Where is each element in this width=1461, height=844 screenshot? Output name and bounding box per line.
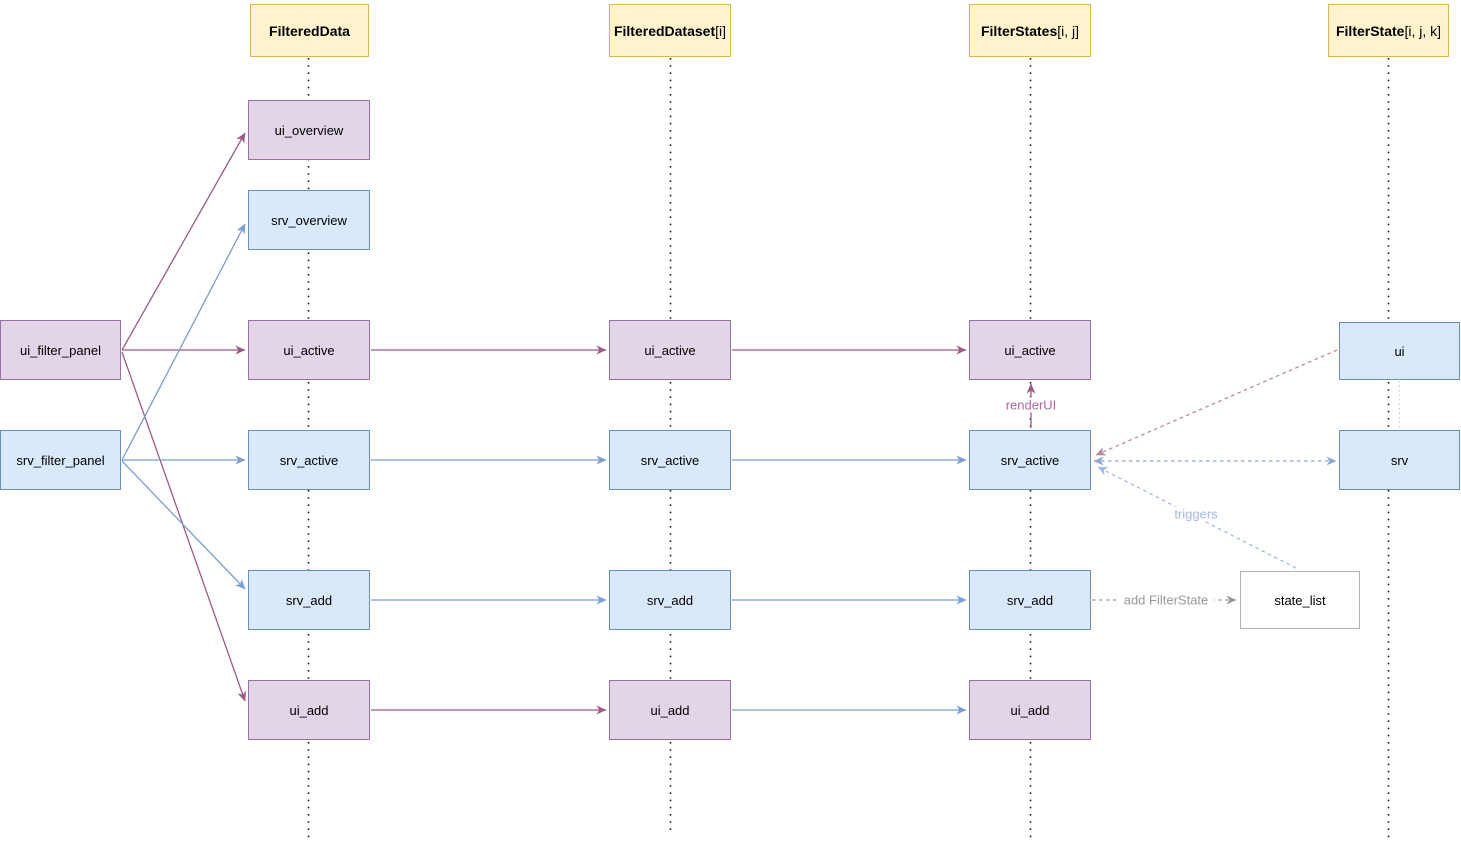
header-label-suffix: [i, j] [1057,22,1080,39]
header-label: FilteredDataset [613,22,716,39]
node-srv-active-c2: srv_active [609,430,731,490]
edge-ui-to-srv-active [1095,349,1338,456]
edge-label-add-filterstate: add FilterState [1118,592,1214,608]
node-srv-add-c2: srv_add [609,570,731,630]
node-ui-add-c2: ui_add [609,680,731,740]
edge-label-triggers: triggers [1169,506,1223,522]
header-filtereddata: FilteredData [250,4,369,57]
header-label-suffix: [i, j, k] [1404,22,1442,39]
node-ui-add-c3: ui_add [969,680,1091,740]
node-ui-active-c2: ui_active [609,320,731,380]
node-srv-filter-panel: srv_filter_panel [0,430,121,490]
node-ui-filter-panel: ui_filter_panel [0,320,121,380]
header-filterstate: FilterState[i, j, k] [1328,4,1449,57]
edge-srvfp-to-srv-overview [121,223,246,461]
node-srv-active-c1: srv_active [248,430,370,490]
header-label-suffix: [i] [715,22,727,39]
node-ui-overview-c1: ui_overview [248,100,370,160]
header-label: FilterStates [980,22,1058,39]
node-srv-add-c1: srv_add [248,570,370,630]
node-ui-c4: ui [1339,322,1460,380]
header-label: FilterState [1335,22,1405,39]
edge-uifp-to-ui-add [121,351,247,702]
node-srv-c4: srv [1339,430,1460,490]
edge-uifp-to-ui-overview [121,132,246,351]
node-state-list: state_list [1240,571,1360,629]
node-srv-active-c3: srv_active [969,430,1091,490]
edge-triggers [1097,466,1297,569]
edge-label-renderui: renderUI [1000,397,1062,413]
node-ui-add-c1: ui_add [248,680,370,740]
node-srv-add-c3: srv_add [969,570,1091,630]
edge-srvfp-to-srv-add [121,460,246,590]
header-label: FilteredData [269,22,350,39]
header-filterstates: FilterStates[i, j] [969,4,1091,57]
node-srv-overview-c1: srv_overview [248,190,370,250]
node-ui-active-c3: ui_active [969,320,1091,380]
header-filtereddataset: FilteredDataset[i] [609,4,731,57]
node-ui-active-c1: ui_active [248,320,370,380]
